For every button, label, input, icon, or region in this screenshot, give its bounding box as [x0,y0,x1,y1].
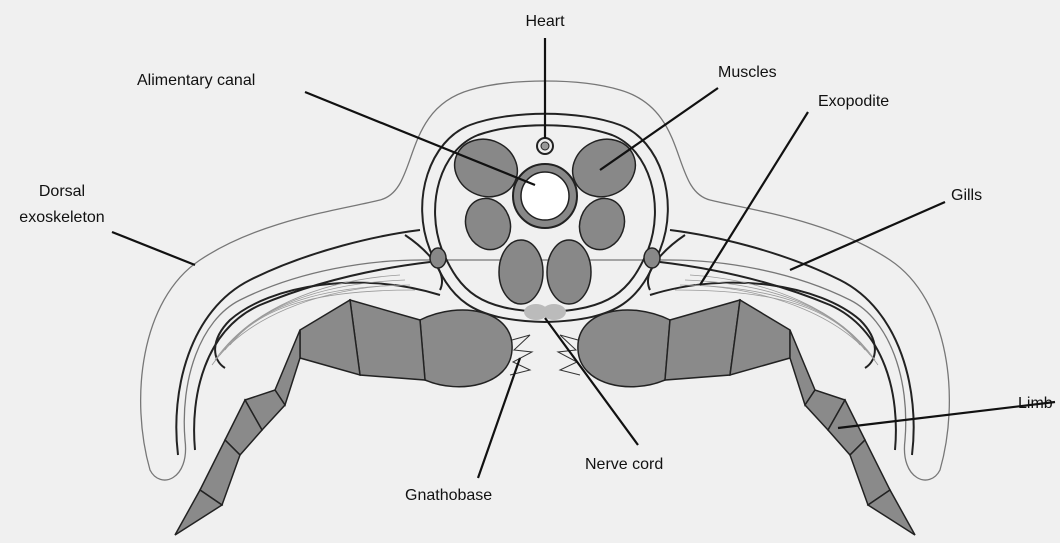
label-muscles: Muscles [718,64,777,81]
pleural-organ-right [644,248,660,268]
label-dorsal-line1: Dorsal [39,183,85,200]
label-gills: Gills [951,187,982,204]
label-exopodite: Exopodite [818,93,889,110]
leader-gills [790,202,945,270]
label-limb: Limb [1018,395,1053,412]
gnathobase-spines-left [510,335,532,375]
muscle-block [499,240,543,304]
alimentary-canal-lumen [521,172,569,220]
label-dorsal-line2: exoskeleton [19,209,104,226]
label-gnathobase: Gnathobase [405,487,492,504]
limb-right [578,300,915,535]
leader-alimentary-canal [305,92,535,185]
label-alimentary-canal: Alimentary canal [137,72,255,89]
leader-dorsal-exoskeleton [112,232,195,265]
heart-inner [541,142,549,150]
label-nerve-cord: Nerve cord [585,456,663,473]
pleural-organ-left [430,248,446,268]
label-heart: Heart [525,13,565,30]
muscle-block [547,240,591,304]
leader-muscles [600,88,718,170]
